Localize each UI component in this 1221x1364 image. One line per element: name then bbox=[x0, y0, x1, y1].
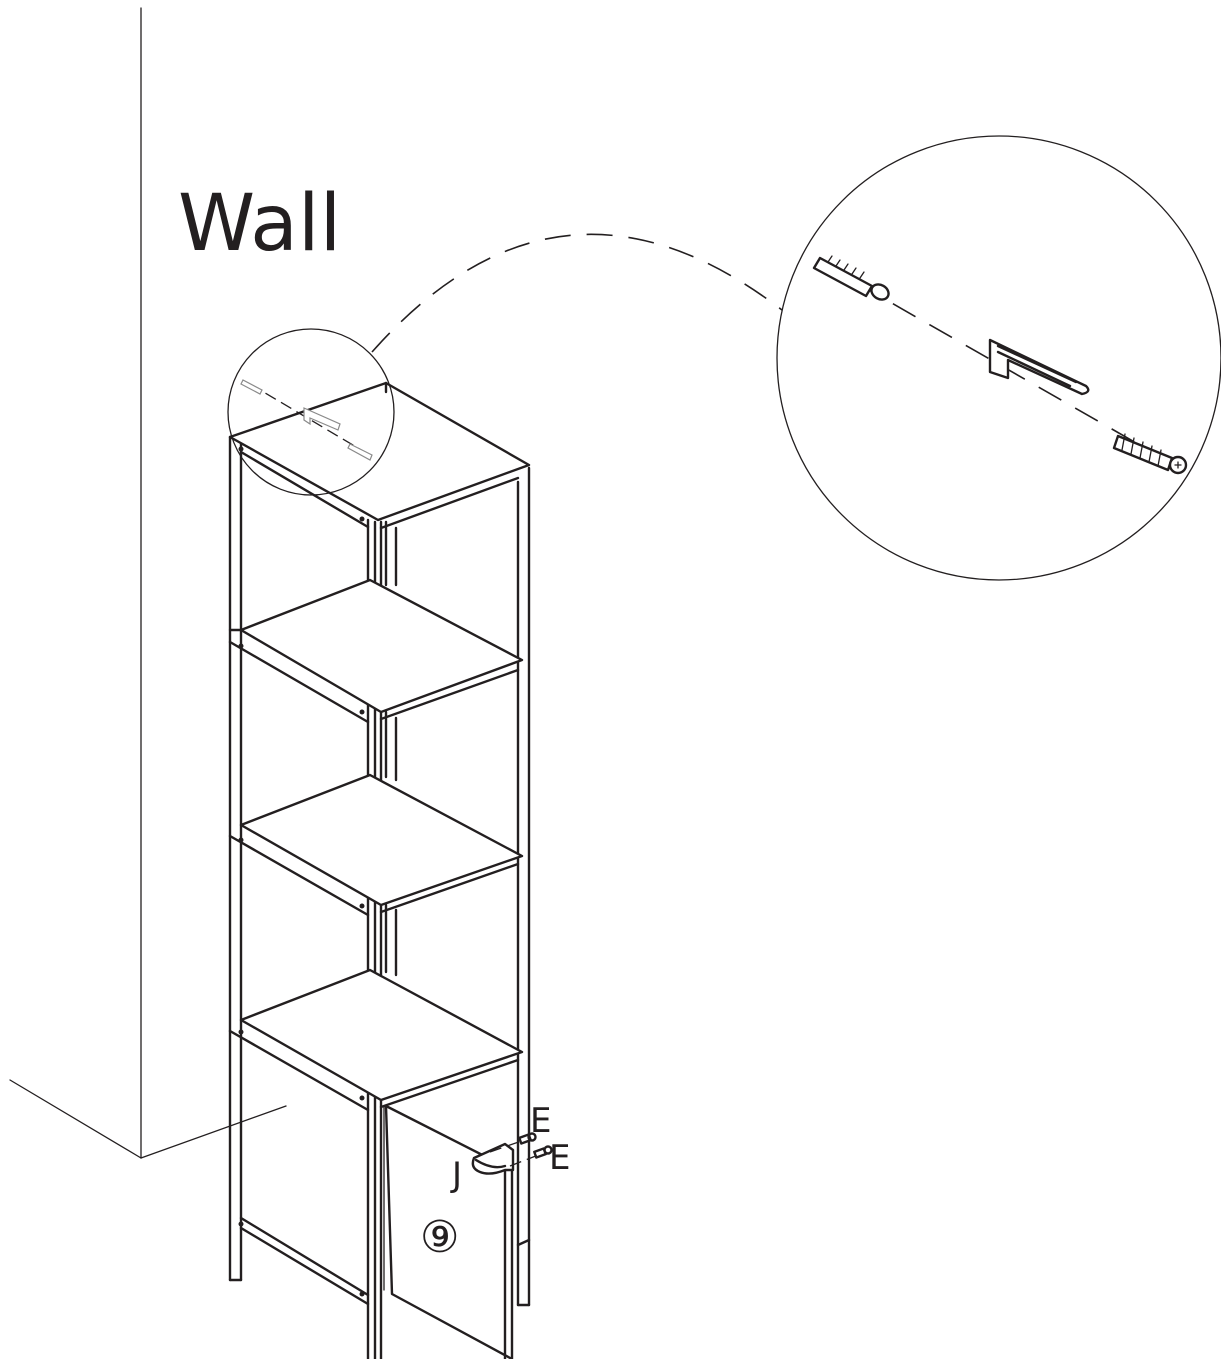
detail-circle-small bbox=[227, 328, 395, 496]
step-number: ⑨ bbox=[420, 1212, 459, 1263]
part-e-lower-label: E bbox=[549, 1138, 570, 1178]
part-j-label: J bbox=[450, 1155, 462, 1195]
screw-small-icon bbox=[347, 443, 373, 461]
screw-e-upper bbox=[518, 1132, 537, 1145]
wall-screw-icon bbox=[1112, 433, 1188, 475]
door-handle-j bbox=[471, 1142, 515, 1175]
wall-outline bbox=[9, 7, 287, 1159]
bracket-small-icon bbox=[303, 407, 341, 431]
wall-label: Wall bbox=[178, 179, 341, 269]
wall-anchor-small-icon bbox=[240, 379, 263, 395]
wall-anchor-icon bbox=[812, 255, 890, 301]
wall-bracket-icon bbox=[988, 338, 1090, 396]
part-e-upper-label: E bbox=[530, 1101, 551, 1141]
detail-circle-large bbox=[776, 135, 1221, 581]
screw-e-lower bbox=[533, 1145, 553, 1159]
detail-connector-arc bbox=[371, 233, 783, 353]
